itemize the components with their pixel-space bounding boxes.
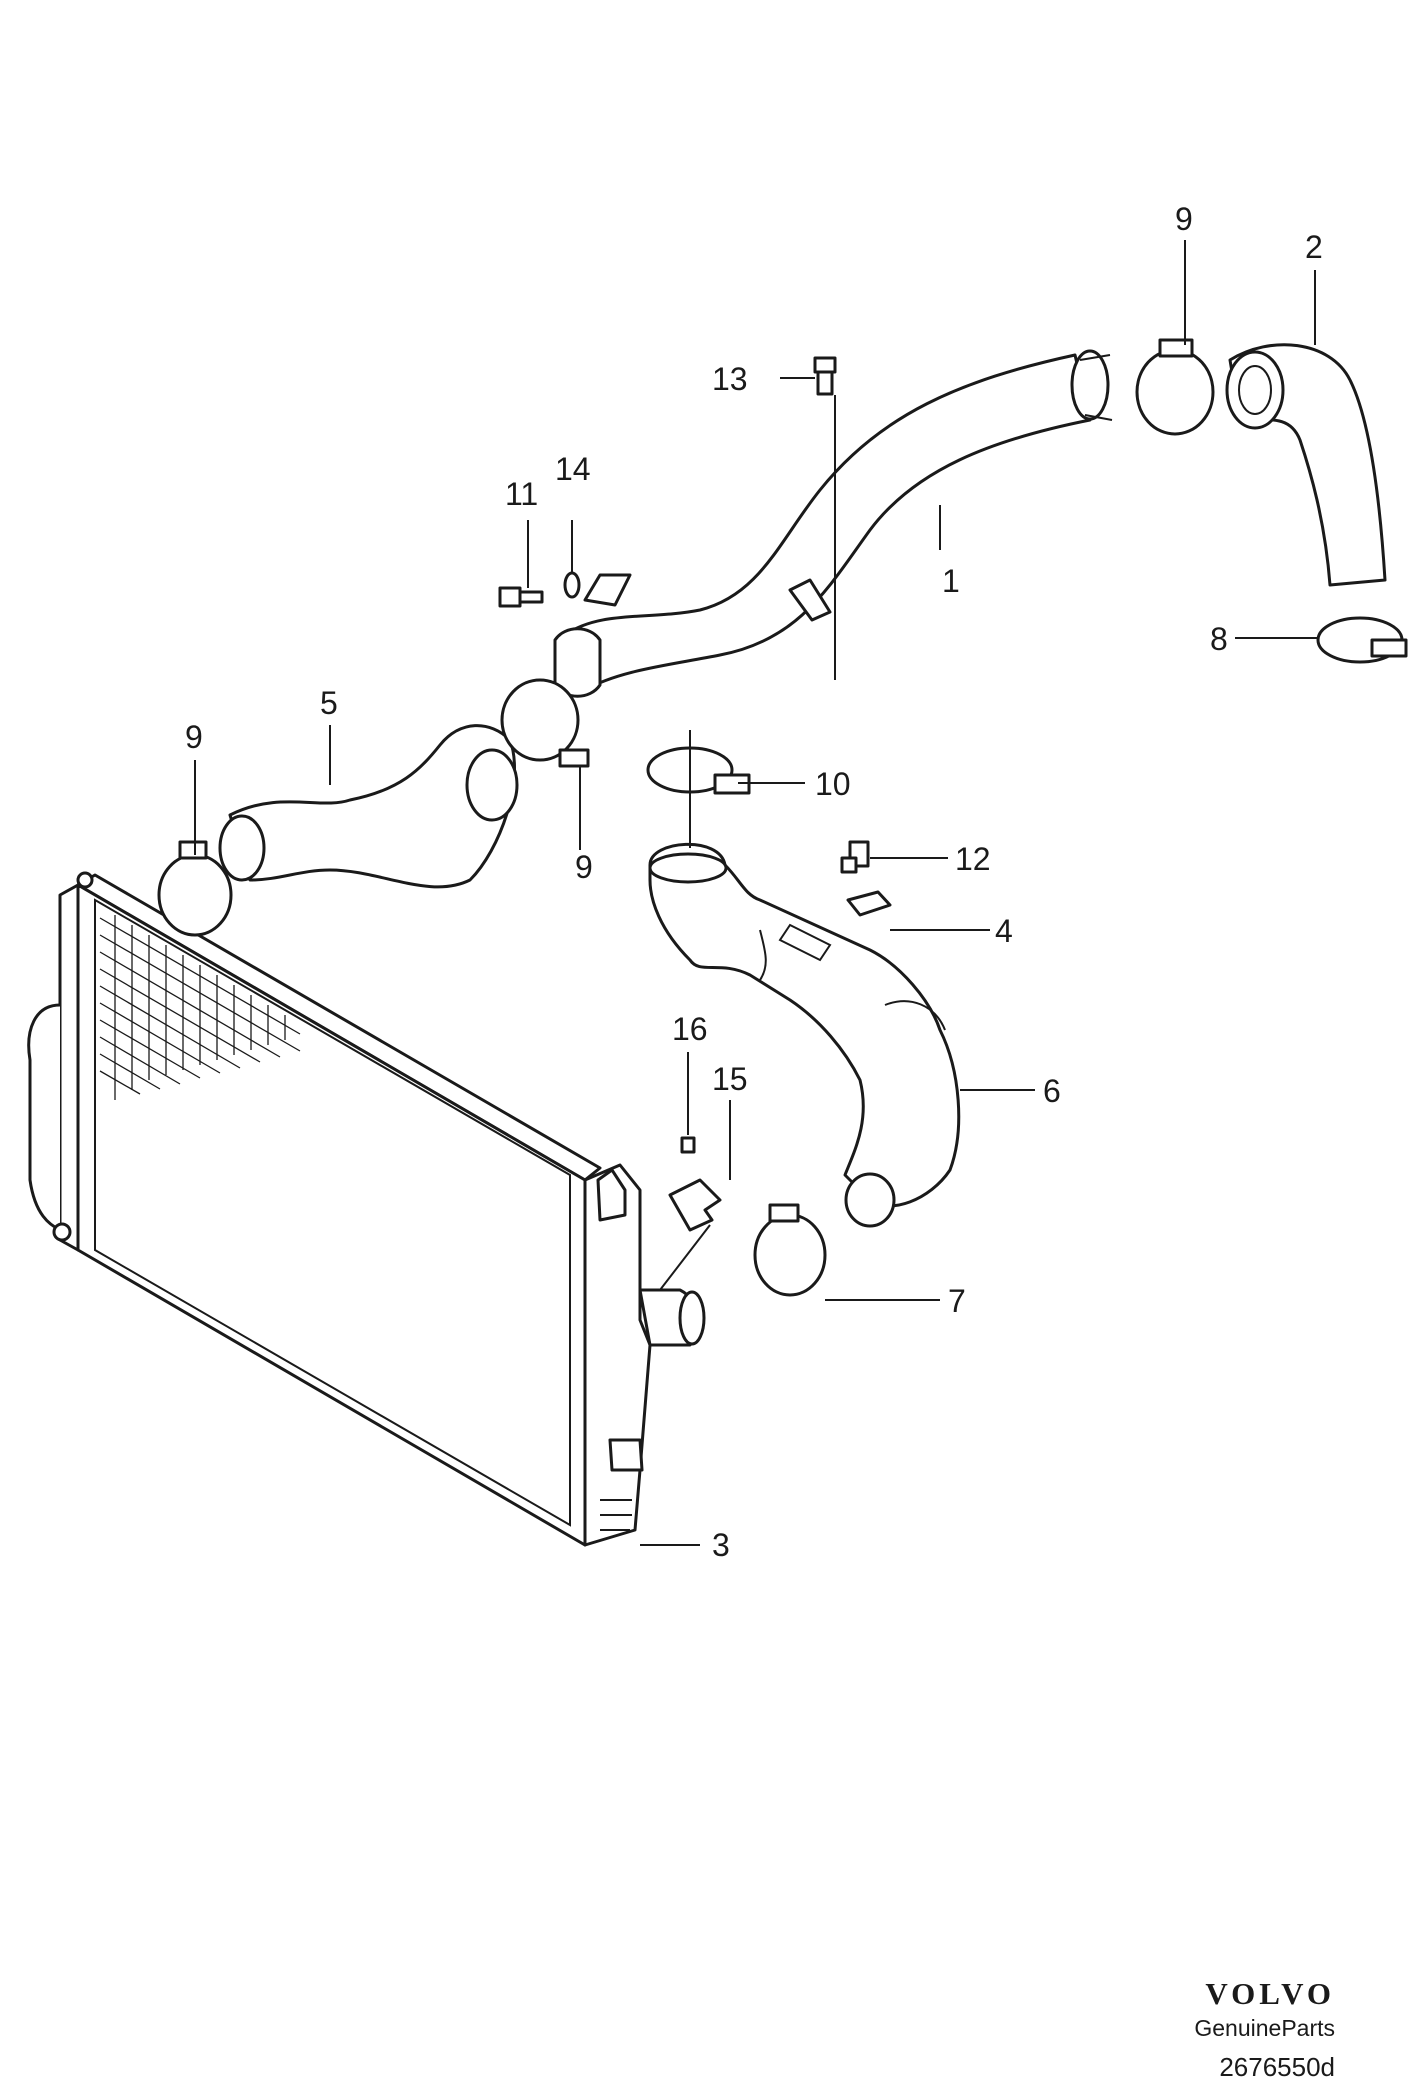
turbo-hose [1225,343,1387,587]
callout-3: 3 [712,1527,730,1563]
callout-16: 16 [672,1011,708,1047]
callout-6: 6 [1043,1073,1061,1109]
intercooler [27,871,706,1547]
clamp-9-right [1135,338,1215,436]
callout-9-right: 9 [1175,201,1193,237]
inlet-hose [218,724,519,889]
leader-lines [194,240,1318,1546]
callout-4: 4 [995,913,1013,949]
outlet-pipe [648,842,961,1228]
brand-tagline: GenuineParts [1194,2015,1335,2041]
callout-9-mid: 9 [575,849,593,885]
washer-14 [563,571,581,599]
screw-16 [680,1136,696,1154]
bracket-15 [668,1178,722,1232]
callout-12: 12 [955,841,991,877]
intercooler-grid [99,915,301,1100]
clamp-7 [753,1203,827,1297]
charge-pipe-upper [553,349,1113,698]
callout-7: 7 [948,1283,966,1319]
clamp-10 [646,746,751,795]
diagram-code: 2676550d [1219,2052,1335,2082]
brand-block: VOLVO GenuineParts 2676550d [1194,1978,1335,2083]
bolt-11 [498,586,544,608]
callout-5: 5 [320,685,338,721]
clamp-8 [1316,616,1408,664]
callout-15: 15 [712,1061,748,1097]
clip-4 [846,890,892,917]
callout-8: 8 [1210,621,1228,657]
bolt-13 [813,356,837,396]
clamp-9-mid [500,678,590,768]
sensor-12 [840,840,870,874]
callout-13: 13 [712,361,748,397]
callout-9-left: 9 [185,719,203,755]
callout-labels: 1 2 3 4 5 6 7 8 9 9 9 10 11 12 13 14 15 … [185,201,1323,1563]
callout-14: 14 [555,451,591,487]
volvo-logo: VOLVO [1205,1976,1335,2011]
callout-10: 10 [815,766,851,802]
callout-2: 2 [1305,229,1323,265]
callout-1: 1 [942,563,960,599]
callout-11: 11 [505,476,538,512]
